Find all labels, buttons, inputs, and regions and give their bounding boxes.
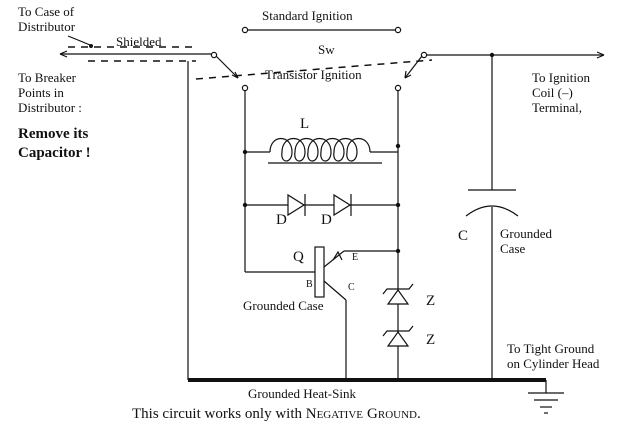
transistor-body	[314, 246, 325, 298]
label-to-breaker-line1: To Breaker	[18, 70, 77, 85]
label-zener2: Z	[426, 332, 435, 348]
diode1-triangle	[287, 193, 306, 217]
transistor-collector-lead	[323, 280, 347, 301]
label-to-case-line1: To Case of	[18, 4, 75, 19]
standard-contact-left	[241, 26, 249, 34]
label-to-case-line2: Distributor	[18, 19, 76, 34]
label-base: B	[306, 279, 313, 290]
case-connection-dot	[89, 44, 93, 48]
label-remove-line2: Capacitor !	[18, 145, 91, 161]
diode-junction-left	[242, 202, 248, 208]
label-inductor: L	[300, 116, 309, 132]
breaker-wire-arrow	[59, 50, 68, 58]
label-to-ignition-line3: Terminal,	[532, 100, 582, 115]
zener2-triangle	[386, 330, 410, 347]
label-diode2: D	[321, 212, 332, 228]
switch-left-blade	[215, 55, 239, 79]
standard-contact-right	[394, 26, 402, 34]
caption-neg-rest: EGATIVE	[317, 409, 364, 421]
emitter-junction	[395, 248, 401, 254]
switch-right-common	[420, 51, 428, 59]
label-tight-ground-line1: To Tight Ground	[507, 341, 595, 356]
diode2-triangle	[333, 193, 352, 217]
cap-plate-bottom	[465, 205, 519, 217]
zener1-triangle	[386, 288, 410, 305]
caption-suffix: .	[417, 406, 421, 422]
label-shielded: Shielded	[116, 34, 162, 49]
switch-right-blade	[404, 55, 423, 79]
switch-left-arrow	[231, 71, 239, 79]
zener2-bar	[382, 325, 414, 337]
label-grounded-case-cap-line2: Case	[500, 241, 526, 256]
label-zener1: Z	[426, 293, 435, 309]
caption-neg-n: N	[306, 406, 317, 422]
label-remove-line1: Remove its	[18, 126, 89, 142]
label-grounded-case-cap-line1: Grounded	[500, 226, 552, 241]
label-emitter: E	[352, 252, 358, 263]
label-to-breaker-line3: Distributor :	[18, 100, 82, 115]
caption-gnd-rest: ROUND	[378, 409, 417, 421]
label-grounded-case-q: Grounded Case	[243, 298, 324, 313]
label-to-breaker-line2: Points in	[18, 85, 64, 100]
label-heat-sink: Grounded Heat-Sink	[248, 386, 356, 401]
transistor-emitter-arrow	[332, 250, 343, 261]
switch-right-transistor-contact	[394, 84, 402, 92]
label-to-ignition-line1: To Ignition	[532, 70, 590, 85]
leader-to-case	[67, 35, 91, 46]
label-to-ignition-line2: Coil (–)	[532, 85, 573, 100]
switch-left-common	[210, 51, 218, 59]
label-transistor: Q	[293, 249, 304, 265]
diode-junction-right	[395, 202, 401, 208]
label-capacitor: C	[458, 228, 468, 244]
caption-prefix: This circuit works only with	[132, 406, 306, 422]
coil-wire-arrow	[596, 51, 605, 59]
zener1-bar	[382, 283, 414, 295]
switch-right-arrow	[404, 70, 412, 79]
inductor-coil	[269, 137, 371, 162]
label-diode1: D	[276, 212, 287, 228]
caption-gnd-g: G	[367, 406, 378, 422]
switch-left-transistor-contact	[241, 84, 249, 92]
label-tight-ground-line2: on Cylinder Head	[507, 356, 600, 371]
label-sw: Sw	[318, 42, 335, 57]
label-standard-ignition: Standard Ignition	[262, 8, 353, 23]
inductor-junction-right	[395, 143, 401, 149]
inductor-junction-left	[242, 149, 248, 155]
label-collector: C	[348, 282, 355, 293]
